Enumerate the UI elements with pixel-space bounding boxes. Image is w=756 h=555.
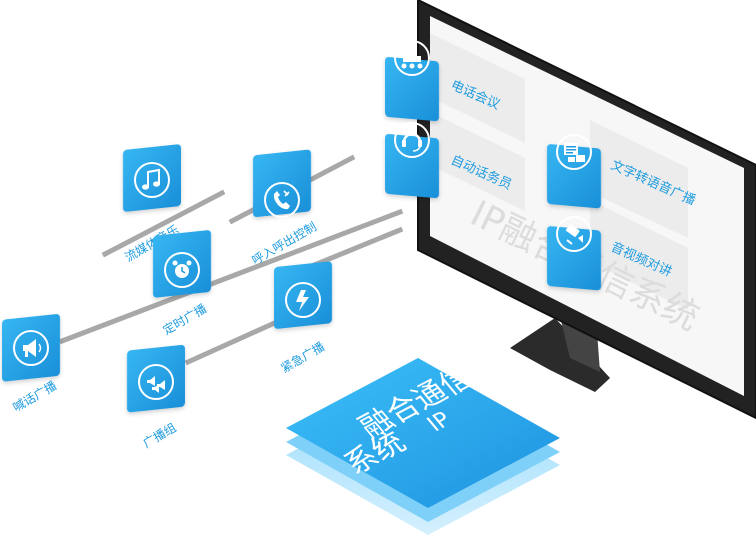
module-label: 喊话广播 — [11, 378, 60, 414]
headset-icon — [394, 122, 430, 158]
module-broadcast-group[interactable]: 广播组 — [127, 344, 185, 451]
text-to-speech-icon — [556, 134, 592, 170]
connector-line — [184, 312, 294, 366]
panel-bg-auto-attendant — [430, 112, 525, 211]
megaphone-icon — [13, 330, 49, 366]
connector-lines — [58, 154, 404, 366]
panel-bg-conference — [430, 33, 525, 143]
conference-icon — [394, 40, 430, 76]
panel-tile — [385, 134, 439, 199]
core-top-layer — [286, 358, 560, 508]
alarm-clock-icon — [164, 252, 200, 288]
module-shout-broadcast[interactable]: 喊话广播 — [2, 314, 60, 415]
panel-tile — [385, 57, 439, 122]
module-label: 紧急广播 — [278, 339, 327, 376]
module-scheduled-broadcast[interactable]: 定时广播 — [153, 230, 211, 338]
module-tile — [123, 144, 181, 212]
phone-call-icon — [264, 182, 300, 218]
module-tile — [127, 344, 185, 413]
panel-tile — [547, 226, 601, 291]
module-label: 广播组 — [141, 420, 179, 450]
module-call-control[interactable]: 呼入呼出控制 — [250, 149, 319, 268]
lightning-icon — [285, 282, 321, 318]
module-tile — [153, 230, 211, 298]
panel-tile — [547, 144, 601, 209]
panel-bg-intercom — [590, 200, 688, 310]
video-intercom-icon — [556, 216, 592, 252]
core-block: IP 融合通信 系统 — [286, 358, 560, 535]
module-label: 呼入呼出控制 — [250, 219, 319, 267]
broadcast-group-icon — [138, 364, 174, 400]
panel-bg-tts — [590, 120, 688, 238]
music-note-icon — [134, 162, 170, 198]
module-label: 定时广播 — [160, 301, 209, 338]
connector-line — [101, 189, 226, 258]
connector-line — [58, 208, 404, 345]
monitor-stand-base — [510, 318, 610, 392]
module-emergency-broadcast[interactable]: 紧急广播 — [274, 261, 332, 376]
